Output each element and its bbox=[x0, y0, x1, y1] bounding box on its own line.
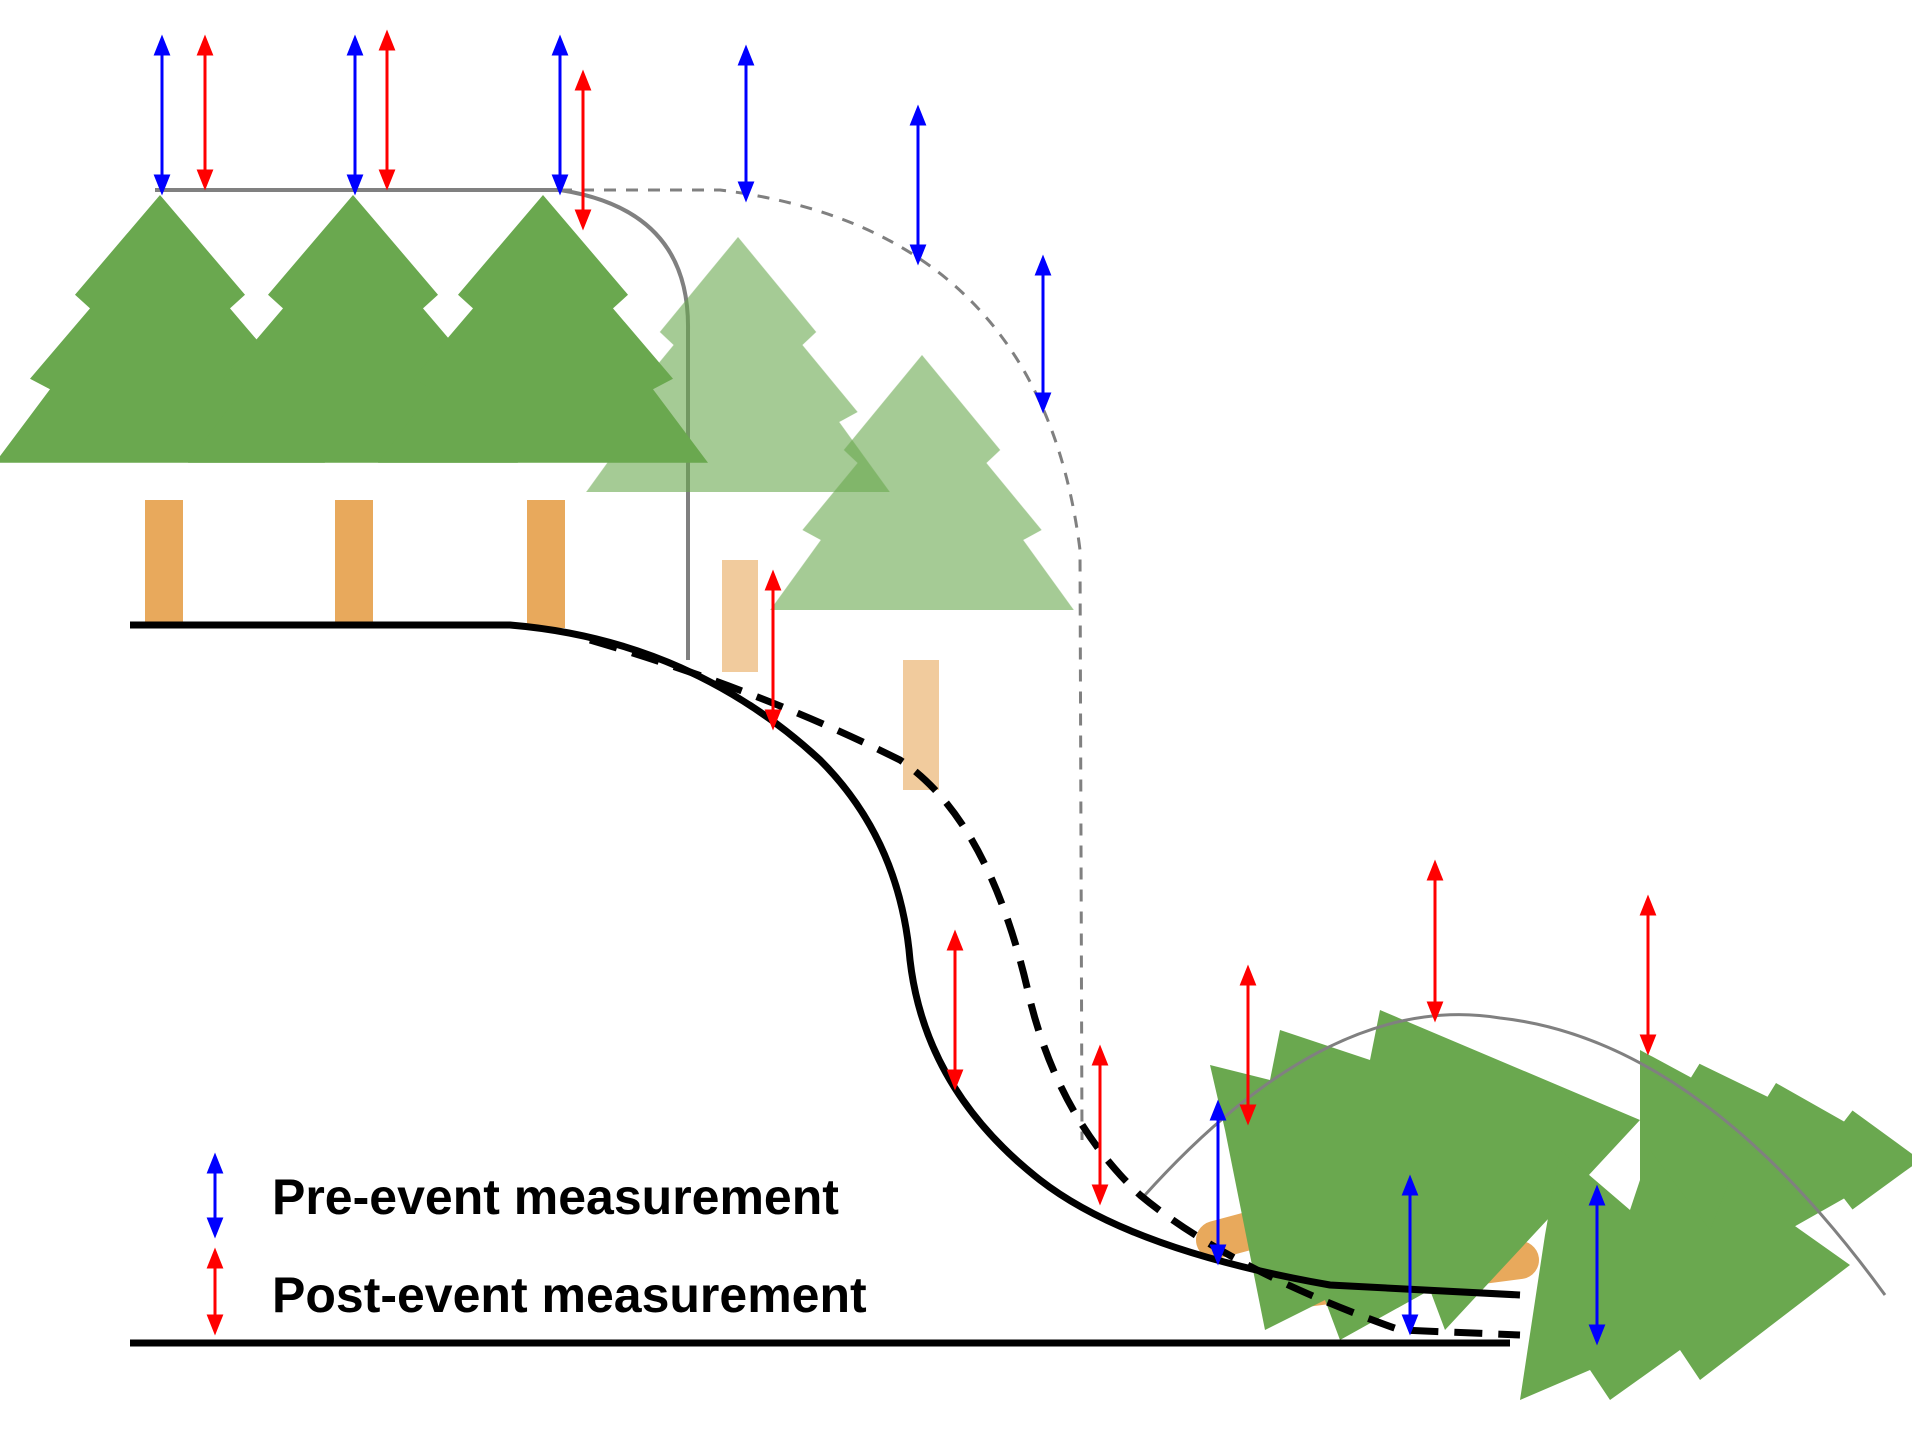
pre-event-arrows bbox=[153, 34, 1606, 1346]
deposit-canopy-line bbox=[1143, 1013, 1887, 1296]
legend-post-event-label: Post-event measurement bbox=[272, 1267, 867, 1323]
standing-tree-1 bbox=[0, 195, 325, 628]
faded-tree-1 bbox=[586, 237, 890, 672]
standing-tree-3 bbox=[378, 195, 708, 628]
legend-pre-event-label: Pre-event measurement bbox=[272, 1169, 839, 1225]
faded-tree-2 bbox=[770, 355, 1074, 790]
upper-ground-line bbox=[130, 621, 1521, 1299]
displaced-canopy-dashed-line bbox=[560, 188, 1084, 1141]
standing-tree-2 bbox=[188, 195, 518, 628]
post-event-arrows bbox=[196, 29, 1657, 1206]
